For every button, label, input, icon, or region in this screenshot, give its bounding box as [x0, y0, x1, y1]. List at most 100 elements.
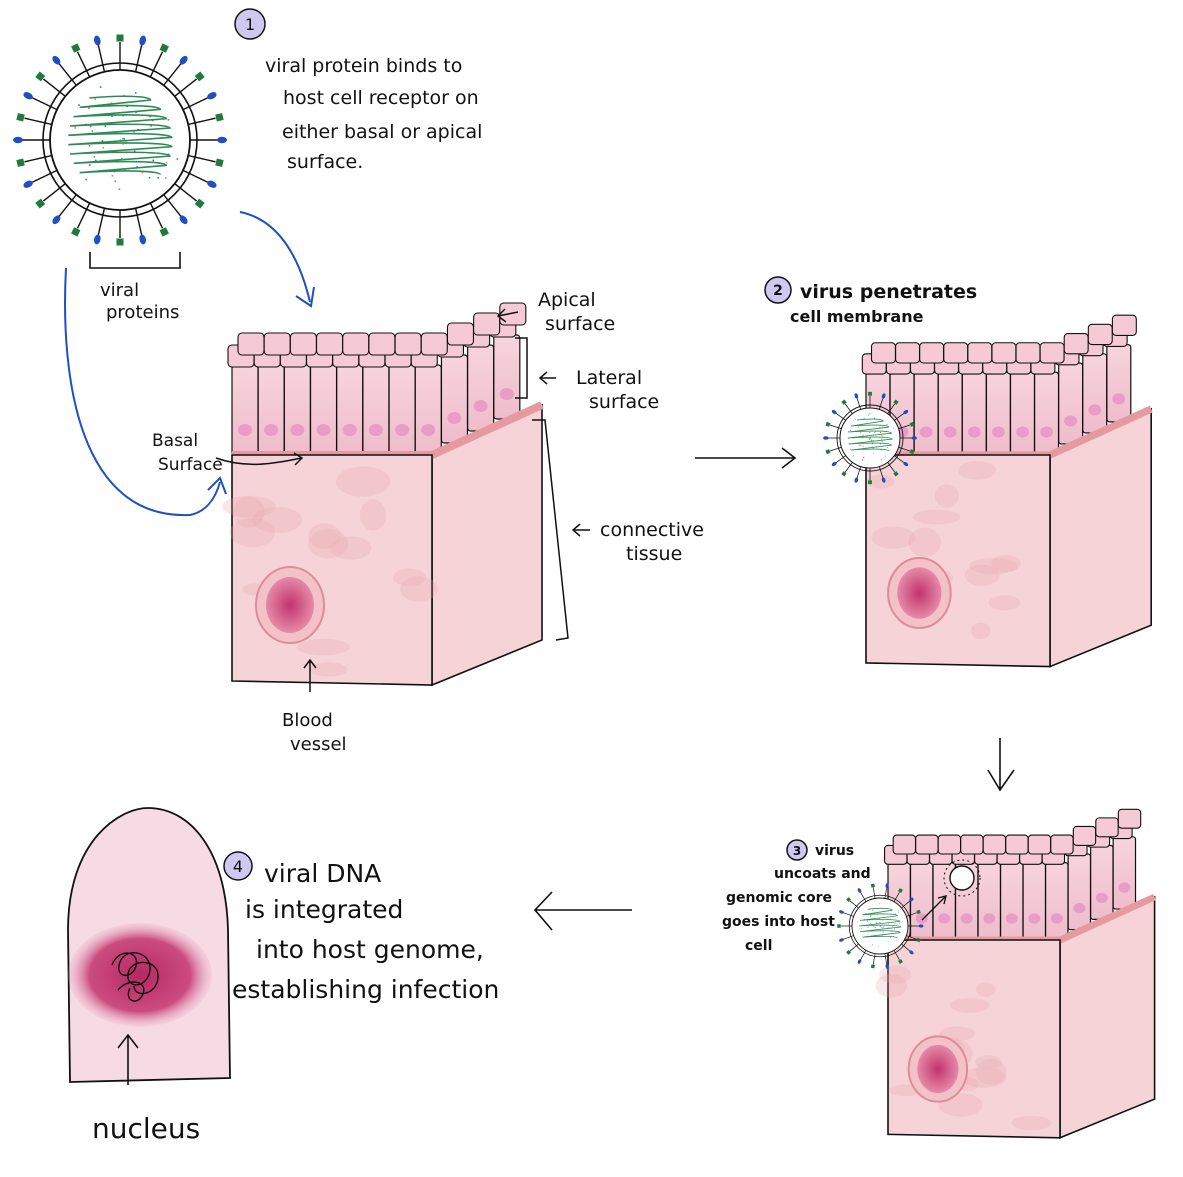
virus-spike [136, 208, 142, 235]
virus-speckle [866, 913, 867, 914]
virus-speckle [888, 923, 889, 924]
viral-protein-green [837, 924, 841, 928]
cell-nucleus [992, 426, 1005, 437]
viral-protein-blue [857, 959, 862, 965]
viral-protein-blue [206, 91, 218, 101]
virus-spike [24, 156, 51, 162]
columnar-cell [1001, 863, 1023, 940]
apical-cell-top [317, 333, 343, 355]
columnar-cell [1107, 345, 1131, 422]
apical-cell-top [992, 343, 1016, 363]
apical-cell-top [1006, 835, 1028, 854]
step4-number-badge: 4 [224, 852, 252, 880]
virus-spike [32, 97, 57, 109]
apical-cell-top [1112, 315, 1136, 335]
apical-cell-top [920, 343, 944, 363]
epithelial-tissue-block-3 [876, 809, 1155, 1138]
tissue-mottle [969, 558, 1018, 574]
tissue-mottle [252, 507, 302, 533]
virus-spike [59, 63, 76, 85]
columnar-cell [468, 345, 494, 431]
apical-cell-top [447, 323, 473, 345]
cell-nucleus [1073, 903, 1085, 913]
virus-speckle [860, 445, 861, 446]
svg-text:virus penetrates: virus penetrates [800, 281, 977, 303]
virus-spike [885, 954, 887, 965]
cell-nucleus [238, 424, 252, 436]
step4-description: viral DNA is integrated into host genome… [232, 859, 499, 1004]
step1-description: viral protein binds to host cell recepto… [265, 55, 482, 173]
svg-text:genomic core: genomic core [726, 890, 832, 906]
virus-spike [850, 944, 858, 951]
virus-spike [59, 195, 76, 217]
tissue-mottle [330, 536, 371, 559]
virus-speckle [899, 923, 900, 924]
viral-protein-green [71, 227, 80, 236]
virus-spike [136, 44, 142, 71]
viral-protein-green [841, 400, 846, 405]
viral-protein-green [117, 239, 124, 246]
viral-protein-green [16, 159, 24, 167]
viral-protein-blue [93, 35, 101, 46]
virus-speckle [880, 444, 881, 445]
columnar-cell [978, 863, 1000, 940]
tissue-mottle [989, 595, 1021, 610]
virus-speckle [168, 119, 170, 121]
viral-protein-blue [857, 888, 862, 894]
virus-speckle [880, 432, 881, 433]
viral-protein-green [871, 964, 875, 968]
virus-speckle [92, 130, 94, 132]
virus-spike [43, 184, 65, 201]
step1-number-badge: 1 [235, 9, 265, 39]
virus-speckle [869, 432, 870, 433]
virus-speckle [861, 445, 862, 446]
virus-spike [77, 203, 89, 228]
apical-cell-top [290, 333, 316, 355]
tissue-mottle [871, 526, 915, 548]
virus-speckle [871, 440, 872, 441]
tissue-mottle [958, 461, 996, 480]
tissue-mottle [1011, 1116, 1051, 1130]
virus-speckle [898, 910, 899, 911]
virus-speckle [863, 446, 864, 447]
tissue-mottle [913, 510, 961, 525]
virus-speckle [869, 438, 870, 439]
virus-speckle [892, 926, 893, 927]
apical-cell-top [893, 835, 915, 854]
cell-nucleus [369, 424, 383, 436]
virus-speckle [853, 455, 854, 456]
viral-protein-green [215, 159, 223, 167]
epithelial-tissue-block-1 [222, 303, 542, 685]
cell-nucleus [1016, 426, 1029, 437]
tissue-mottle [336, 466, 390, 496]
virus-speckle [123, 138, 125, 140]
virus-spike [188, 156, 215, 162]
virus-speckle [887, 424, 888, 425]
virus-speckle [881, 459, 882, 460]
tissue-mottle [976, 983, 995, 997]
virus-speckle [165, 177, 167, 179]
virus-speckle [882, 441, 883, 442]
svg-text:proteins: proteins [106, 302, 179, 323]
columnar-cell [1113, 837, 1135, 909]
cell-nucleus [421, 424, 435, 436]
virus-speckle [88, 107, 90, 109]
virus-speckle [85, 179, 87, 181]
blood-vessel-lumen [897, 567, 941, 619]
virus-spike [77, 52, 89, 77]
svg-text:Blood: Blood [282, 710, 333, 731]
apical-cell-top [983, 835, 1005, 854]
virus-speckle [861, 928, 862, 929]
virus-speckle [867, 921, 868, 922]
virus-speckle [882, 920, 883, 921]
virus-spike [175, 79, 197, 96]
apical-cell-top [1016, 343, 1040, 363]
svg-text:vessel: vessel [290, 734, 347, 755]
svg-text:connective: connective [600, 519, 704, 541]
cell-nucleus [500, 388, 514, 400]
viral-protein-blue [919, 924, 924, 927]
virus-spike [850, 901, 858, 908]
svg-text:1: 1 [245, 15, 255, 34]
svg-text:surface: surface [545, 313, 615, 335]
tissue-mottle [297, 639, 350, 655]
